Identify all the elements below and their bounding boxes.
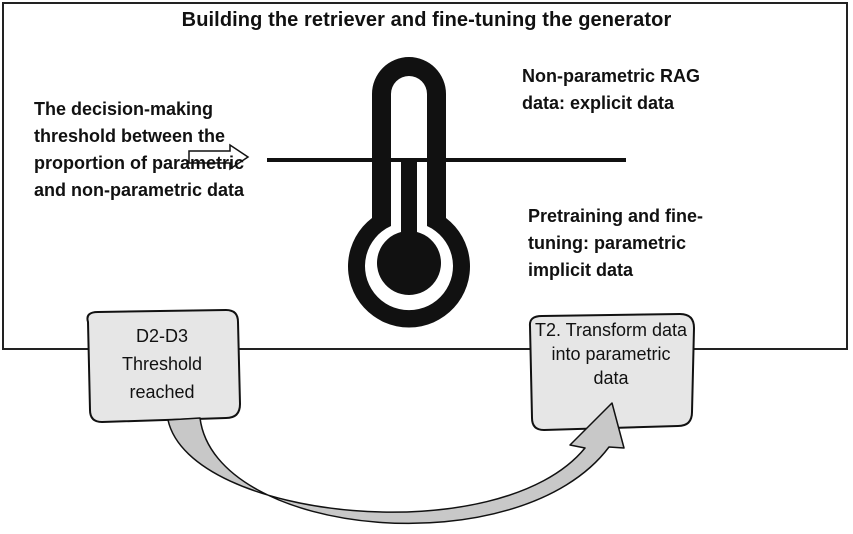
threshold-note-line3: reached — [129, 382, 195, 402]
right-arrow-icon — [188, 143, 250, 171]
threshold-note-line2: Threshold — [121, 354, 203, 374]
transform-note — [528, 312, 696, 432]
curved-arrow-icon — [167, 402, 625, 525]
threshold-label: The decision-making threshold between th… — [34, 99, 245, 200]
threshold-note-text: D2-D3 Threshold reached — [92, 322, 232, 406]
thermometer-icon — [347, 57, 470, 328]
transform-note-text: T2. Transform data into parametric data — [534, 320, 688, 388]
non-parametric-label: Non-parametric RAG data: explicit data — [522, 66, 701, 113]
threshold-note — [86, 308, 242, 424]
parametric-label: Pretraining and fine-tuning: parametric … — [528, 206, 704, 280]
diagram-title: Building the retriever and fine-tuning t… — [181, 9, 672, 31]
threshold-note-line1: D2-D3 — [135, 326, 188, 346]
